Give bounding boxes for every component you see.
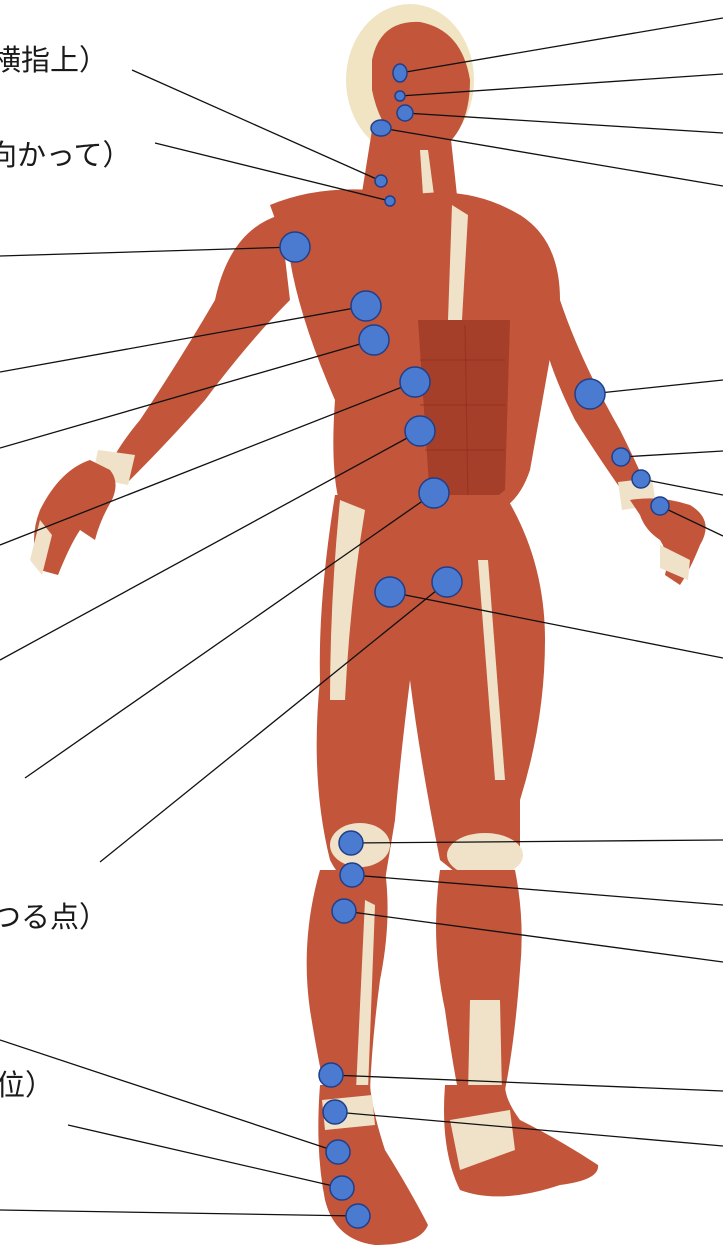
- marker-point: [612, 448, 630, 466]
- marker-point: [330, 1176, 354, 1200]
- label-2: 向かって）: [0, 138, 132, 172]
- marker-point: [432, 567, 462, 597]
- marker-point: [395, 91, 405, 101]
- marker-point: [397, 105, 413, 121]
- marker-point: [339, 831, 363, 855]
- marker-point: [351, 291, 381, 321]
- marker-point: [332, 899, 356, 923]
- label-4: つる点）: [0, 900, 108, 934]
- marker-point: [375, 175, 387, 187]
- marker-point: [323, 1100, 347, 1124]
- marker-point: [405, 416, 435, 446]
- leader-line: [0, 1210, 358, 1216]
- marker-point: [393, 64, 407, 82]
- marker-point: [371, 120, 391, 136]
- leader-line: [132, 70, 381, 181]
- label-3: ）: [0, 805, 15, 839]
- labels: 横指上） 向かって） ） つる点） 位）: [0, 43, 132, 1102]
- marker-point: [326, 1140, 350, 1164]
- label-1: 横指上）: [0, 43, 108, 77]
- marker-point: [346, 1204, 370, 1228]
- marker-point: [632, 470, 650, 488]
- marker-point: [419, 478, 449, 508]
- marker-point: [340, 863, 364, 887]
- leader-line: [352, 875, 723, 905]
- marker-point: [651, 497, 669, 515]
- marker-point: [575, 379, 605, 409]
- marker-point: [375, 577, 405, 607]
- label-5: 位）: [0, 1068, 54, 1102]
- marker-point: [319, 1063, 343, 1087]
- leader-line: [351, 840, 723, 843]
- leader-line: [68, 1125, 342, 1188]
- muscular-figure: [30, 4, 706, 1245]
- marker-point: [400, 367, 430, 397]
- leader-line: [590, 380, 723, 394]
- leader-line: [155, 143, 390, 201]
- leader-line: [344, 911, 723, 962]
- marker-point: [385, 196, 395, 206]
- marker-point: [280, 232, 310, 262]
- leader-line: [621, 451, 723, 457]
- leader-line: [331, 1075, 723, 1091]
- marker-point: [359, 325, 389, 355]
